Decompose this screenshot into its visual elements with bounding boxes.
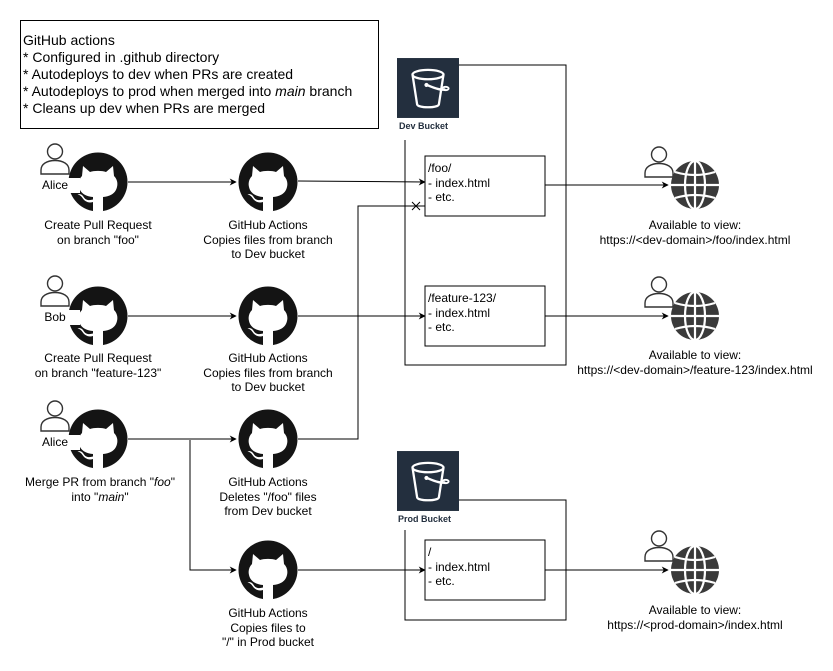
user-icon-viewer-foo	[644, 146, 674, 178]
note-bullet-1: * Configured in .github directory	[23, 49, 220, 65]
output-prod: Available to view:https://<prod-domain>/…	[585, 603, 805, 632]
user-label-alice-2: Alice	[30, 435, 80, 450]
folder-box-feature	[424, 285, 546, 347]
prod-bucket-title: Prod Bucket	[398, 514, 452, 524]
user-icon-bob	[40, 275, 70, 307]
edge-action-to-foo-folder	[297, 178, 426, 186]
github-icon-action-prod[interactable]	[238, 540, 298, 600]
dev-bucket-icon	[397, 58, 459, 118]
output-feature: Available to view:https://<dev-domain>/f…	[575, 348, 815, 377]
user-label-alice-1: Alice	[30, 178, 80, 193]
output-foo: Available to view:https://<dev-domain>/f…	[585, 218, 805, 247]
note-bullet-4: * Cleans up dev when PRs are merged	[23, 100, 266, 116]
folder-prod-contents: /- index.html- etc.	[428, 545, 491, 588]
note-title: GitHub actions	[23, 32, 115, 48]
dev-bucket-title: Dev Bucket	[399, 121, 449, 131]
folder-feature-contents: /feature-123/- index.html- etc.	[428, 291, 497, 334]
user-icon-alice-2	[40, 400, 70, 432]
globe-icon-prod[interactable]	[670, 545, 720, 595]
user-icon-viewer-feature	[644, 276, 674, 308]
delete-cross-mark	[411, 201, 421, 211]
note-bullet-2: * Autodeploys to dev when PRs are create…	[23, 66, 294, 82]
folder-foo-contents: /foo/- index.html- etc.	[428, 161, 491, 204]
edge-delete-action-to-foo-folder	[298, 205, 425, 440]
edge-merge-to-prod-action	[189, 440, 237, 574]
output-prod-url: https://<prod-domain>/index.html	[607, 617, 783, 632]
label-merge: Merge PR from branch "foo" into "main"	[25, 475, 175, 504]
github-actions-note: GitHub actions * Configured in .github d…	[20, 20, 379, 129]
user-icon-alice-1	[40, 143, 70, 175]
folder-box-foo	[424, 155, 546, 217]
globe-icon-feature[interactable]	[670, 291, 720, 341]
output-feature-url: https://<dev-domain>/feature-123/index.h…	[577, 362, 813, 377]
github-icon-action-delete[interactable]	[238, 409, 298, 469]
prod-bucket-frame	[404, 499, 567, 621]
dev-bucket-frame	[404, 64, 567, 366]
folder-box-prod	[424, 539, 546, 601]
output-foo-url: https://<dev-domain>/foo/index.html	[599, 232, 791, 247]
github-icon-action-copy-foo[interactable]	[238, 152, 298, 212]
user-label-bob: Bob	[30, 310, 80, 325]
globe-icon-foo[interactable]	[670, 160, 720, 210]
note-bullet-3: * Autodeploys to prod when merged into m…	[23, 83, 353, 99]
prod-bucket-icon	[397, 451, 459, 511]
github-icon-action-copy-feature[interactable]	[238, 286, 298, 346]
user-icon-viewer-prod	[644, 530, 674, 562]
